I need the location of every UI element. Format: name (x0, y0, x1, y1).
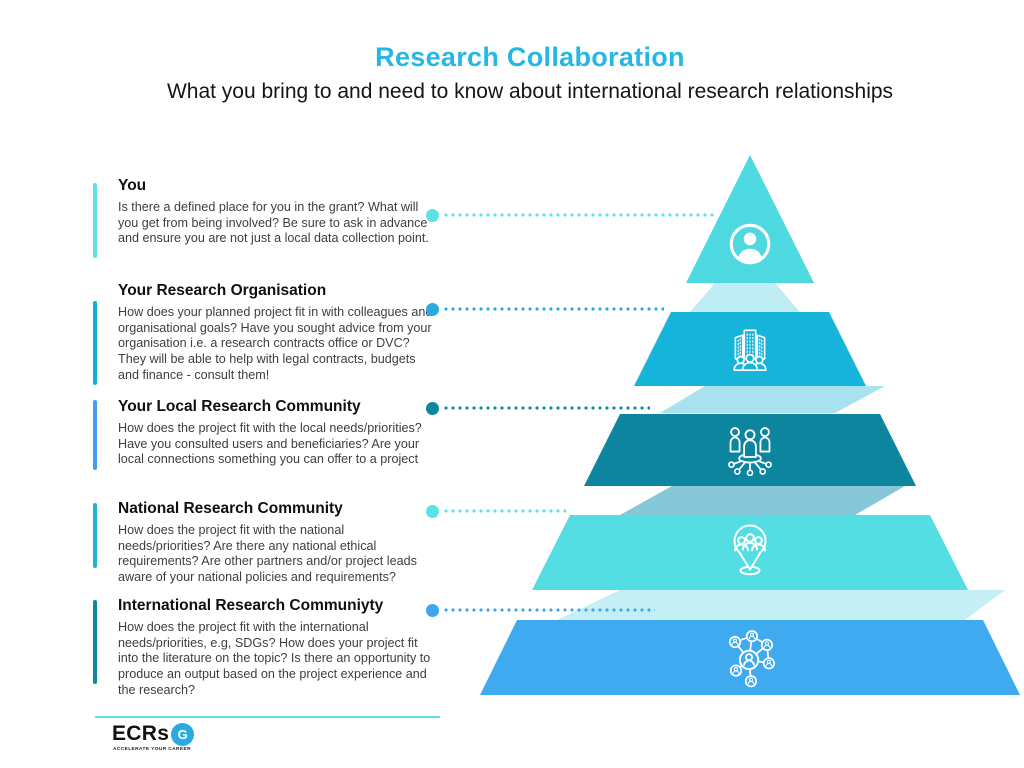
logo-g-badge: G (171, 722, 195, 746)
ribbon-segment (557, 590, 1005, 620)
logo-text: ECRs (112, 722, 170, 745)
section-title: Your Research Organisation (118, 282, 327, 299)
page-title: Research Collaboration (375, 42, 685, 72)
organisation-buildings-icon (733, 329, 767, 371)
section-accent-bar (93, 503, 97, 568)
section-accent-bar (93, 183, 97, 258)
connector-start-dot (426, 303, 439, 316)
section-research-organisation: Your Research Organisation How does your… (93, 282, 438, 385)
section-title: National Research Community (118, 500, 343, 517)
section-local-research-community: Your Local Research Community How does t… (93, 398, 438, 470)
connector-start-dot (426, 209, 439, 222)
section-you: You Is there a defined place for you in … (93, 177, 438, 258)
page-subtitle: What you bring to and need to know about… (166, 80, 894, 103)
ribbon-segment (660, 386, 885, 413)
section-body: Is there a defined place for you in the … (118, 200, 429, 246)
national-community-pin-icon (733, 524, 767, 576)
pyramid-level-international-community (480, 620, 1020, 695)
pyramid-level-national-community (532, 515, 968, 590)
international-people-network-icon (728, 630, 775, 688)
ribbon-segment (690, 283, 800, 312)
section-title: Your Local Research Community (118, 398, 361, 415)
connector-dotted-line (444, 608, 655, 612)
section-title: International Research Communiyty (118, 597, 384, 614)
logo-tagline: ACCELERATE YOUR CAREER (113, 747, 191, 752)
pyramid-level-you (686, 155, 814, 283)
connector-start-dot (426, 604, 439, 617)
section-body: How does your planned project fit in wit… (118, 305, 433, 382)
connector-dotted-line (444, 307, 664, 311)
person-circle-icon (729, 223, 771, 265)
section-accent-bar (93, 400, 97, 470)
section-title: You (118, 177, 147, 194)
ecrs-logo: ECRs G (112, 722, 195, 746)
connector-start-dot (426, 505, 439, 518)
local-community-network-icon (728, 427, 772, 476)
section-body: How does the project fit with the intern… (118, 620, 431, 697)
section-body: How does the project fit with the local … (118, 421, 422, 467)
connector-dotted-line (444, 406, 650, 410)
section-accent-bar (93, 301, 97, 385)
pyramid-level-local-community (584, 414, 916, 486)
connector-dotted-line (444, 509, 566, 513)
section-accent-bar (93, 600, 97, 684)
connector-start-dot (426, 402, 439, 415)
connector-dotted-line (444, 213, 716, 217)
ribbon-segment (620, 486, 905, 515)
pyramid-level-organisation (634, 312, 866, 386)
section-international-research-community: International Research Communiyty How do… (93, 597, 438, 699)
footer-divider (95, 716, 440, 718)
section-body: How does the project fit with the nation… (118, 523, 417, 585)
header: Research Collaboration What you bring to… (18, 42, 1024, 104)
section-national-research-community: National Research Community How does the… (93, 500, 438, 586)
